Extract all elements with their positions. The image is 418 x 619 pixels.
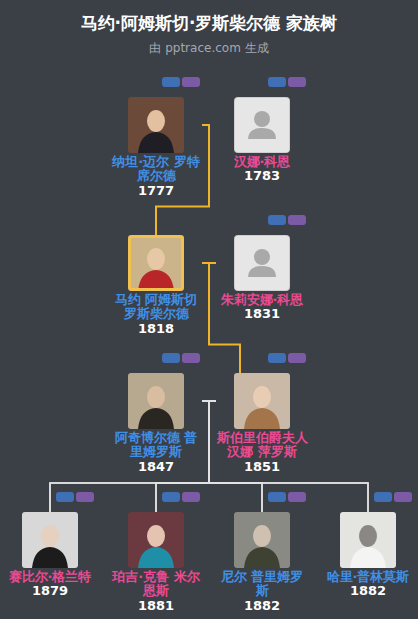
person-card: 纳坦·迈尔 罗特席尔德1777 xyxy=(110,97,202,198)
person-name: 朱莉安娜·科恩 xyxy=(216,293,308,307)
node-tab xyxy=(182,353,200,363)
portrait-photo xyxy=(128,97,184,153)
person-card: 斯伯里伯爵夫人汉娜 萍罗斯1851 xyxy=(216,373,308,474)
node-tab xyxy=(374,492,392,502)
birth-year: 1783 xyxy=(216,169,308,183)
birth-year: 1847 xyxy=(110,460,202,474)
node-tab xyxy=(288,353,306,363)
person-name: 马约 阿姆斯切 罗斯柴尔德 xyxy=(110,293,202,322)
diagram-title: 马约·阿姆斯切·罗斯柴尔德 家族树 xyxy=(0,12,418,35)
birth-year: 1882 xyxy=(216,599,308,613)
node-tab xyxy=(268,492,286,502)
portrait-photo xyxy=(128,235,184,291)
node-tab xyxy=(162,492,180,502)
node-tab xyxy=(268,77,286,87)
person-name: 汉娜·科恩 xyxy=(216,155,308,169)
person-card: 赛比尔·格兰特1879 xyxy=(4,512,96,599)
person-name: 阿奇博尔德 普里姆罗斯 xyxy=(110,431,202,460)
person-card: 马约 阿姆斯切 罗斯柴尔德1818 xyxy=(110,235,202,336)
birth-year: 1851 xyxy=(216,460,308,474)
person-card: 阿奇博尔德 普里姆罗斯1847 xyxy=(110,373,202,474)
portrait-photo xyxy=(128,373,184,429)
person-name: 尼尔 普里姆罗斯 xyxy=(216,570,308,599)
birth-year: 1882 xyxy=(322,584,414,598)
birth-year: 1777 xyxy=(110,184,202,198)
portrait-photo xyxy=(22,512,78,568)
node-tab xyxy=(162,353,180,363)
portrait-photo xyxy=(340,512,396,568)
node-tab xyxy=(268,353,286,363)
node-tab xyxy=(394,492,412,502)
person-card: 朱莉安娜·科恩1831 xyxy=(216,235,308,322)
person-name: 赛比尔·格兰特 xyxy=(4,570,96,584)
birth-year: 1881 xyxy=(110,599,202,613)
portrait-photo xyxy=(234,97,290,153)
person-card: 珀吉·克鲁 米尔恩斯1881 xyxy=(110,512,202,613)
portrait-photo xyxy=(234,512,290,568)
person-name: 斯伯里伯爵夫人汉娜 萍罗斯 xyxy=(216,431,308,460)
person-name: 纳坦·迈尔 罗特席尔德 xyxy=(110,155,202,184)
node-tab xyxy=(76,492,94,502)
portrait-photo xyxy=(234,235,290,291)
node-tab xyxy=(162,77,180,87)
node-tab xyxy=(56,492,74,502)
person-name: 珀吉·克鲁 米尔恩斯 xyxy=(110,570,202,599)
node-tab xyxy=(288,215,306,225)
node-tab xyxy=(288,492,306,502)
birth-year: 1831 xyxy=(216,307,308,321)
portrait-photo xyxy=(234,373,290,429)
birth-year: 1879 xyxy=(4,584,96,598)
node-tab xyxy=(182,77,200,87)
node-tab xyxy=(288,77,306,87)
person-card: 汉娜·科恩1783 xyxy=(216,97,308,184)
person-card: 尼尔 普里姆罗斯1882 xyxy=(216,512,308,613)
node-tab xyxy=(268,215,286,225)
node-tab xyxy=(182,492,200,502)
credit-subtitle: 由 pptrace.com 生成 xyxy=(0,40,418,57)
person-name: 哈里·普林莫斯 xyxy=(322,570,414,584)
person-card: 哈里·普林莫斯1882 xyxy=(322,512,414,599)
birth-year: 1818 xyxy=(110,322,202,336)
portrait-photo xyxy=(128,512,184,568)
